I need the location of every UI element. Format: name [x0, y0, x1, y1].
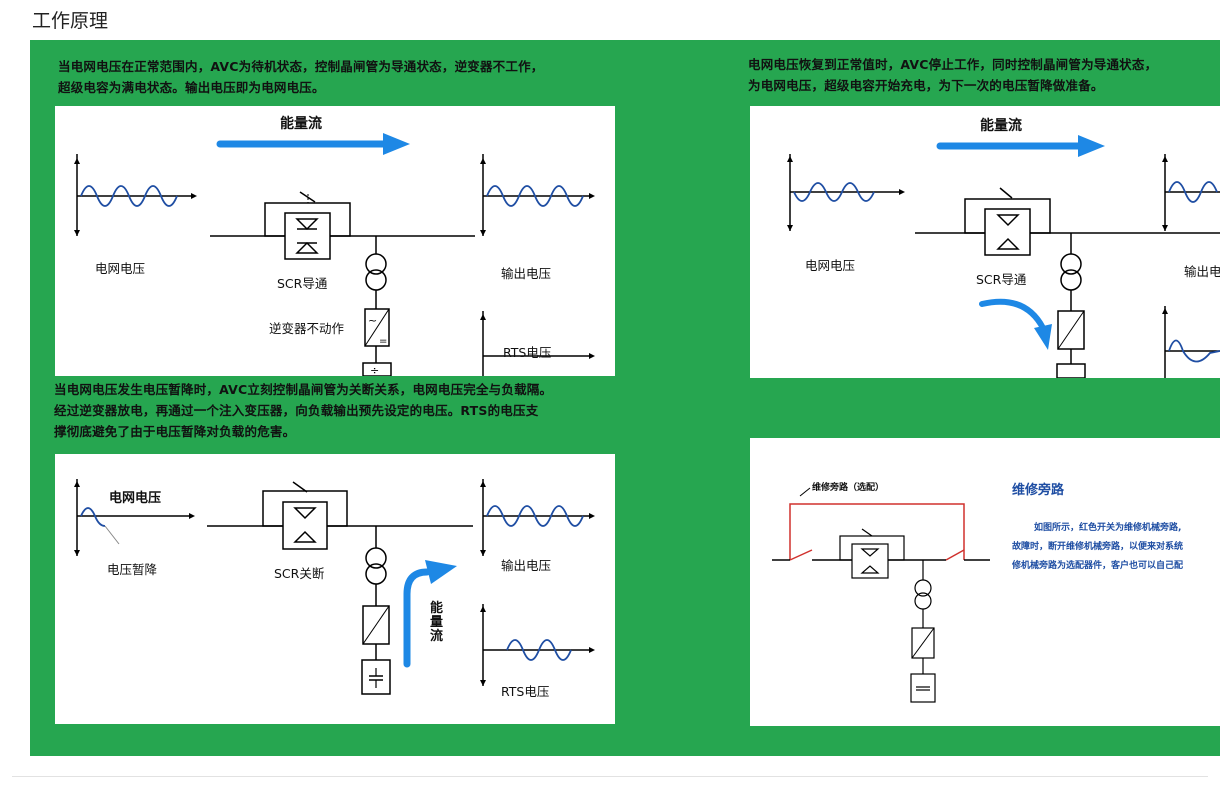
- scr-thyristor-icon: SCR导通: [264, 191, 351, 291]
- grid-sag-wave: [80, 507, 106, 527]
- inverter-icon: [362, 605, 390, 660]
- rts-voltage-graph: RTS电压: [480, 604, 595, 699]
- grid-voltage-label: 电网电压: [95, 261, 145, 276]
- bypass-desc-line-2: 故障时，断开维修机械旁路，以便来对系统: [1012, 540, 1183, 552]
- scr-thyristor-icon: SCR导通: [964, 187, 1051, 287]
- grid-voltage-graph: 电网电压: [787, 154, 905, 273]
- energy-flow-arrowhead: [383, 133, 410, 155]
- grid-sine-wave: [80, 185, 178, 207]
- footer-divider: [12, 776, 1208, 777]
- diagram-board: 当电网电压在正常范围内，AVC为待机状态，控制晶闸管为导通状态，逆变器不工作， …: [30, 40, 1220, 756]
- bypass-desc-line-1: 如图所示，红色开关为维修机械旁路,: [1034, 521, 1181, 533]
- bypass-heading: 维修旁路: [1012, 482, 1065, 498]
- output-voltage-graph: 输出电压: [480, 479, 595, 573]
- rts-damped-wave: [1168, 339, 1220, 363]
- normal-diagram: 能量流 电网电压 SCR导通: [74, 115, 595, 377]
- caption-sag-line-3: 撑彻底避免了由于电压暂降对负载的危害。: [54, 424, 296, 439]
- sag-diagram: 电网电压 电压暂降 SCR关断: [74, 479, 595, 699]
- page-title: 工作原理: [32, 10, 109, 32]
- output-voltage-label: 输出电压: [501, 266, 551, 281]
- output-voltage-graph: 输出电压: [480, 154, 595, 281]
- inverter-dc-symbol: =: [379, 336, 387, 347]
- rts-label-normal: RTS电压: [503, 345, 552, 360]
- supercapacitor-icon: [361, 659, 391, 695]
- sag-label: 电压暂降: [107, 562, 158, 577]
- rts-voltage-graph: [480, 311, 595, 376]
- energy-flow-label: 能量流: [280, 115, 322, 132]
- rts-voltage-label: RTS电压: [501, 684, 549, 699]
- recover-diagram: 能量流 电网电压 SCR导通: [787, 117, 1220, 379]
- bypass-diagram: 维修旁路（选配）: [772, 481, 1183, 703]
- inverter-icon: [911, 627, 935, 674]
- output-sine-wave: [486, 185, 584, 207]
- rts-voltage-graph: [1162, 306, 1220, 378]
- output-sine-wave: [486, 505, 584, 527]
- rts-sine-wave: [506, 639, 572, 661]
- transformer-icon: [365, 236, 387, 309]
- caption-sag-line-2: 经过逆变器放电，再通过一个注入变压器，向负载输出预先设定的电压。RTS的电压支: [54, 403, 539, 418]
- output-voltage-graph: 输出电: [1162, 154, 1220, 279]
- charge-flow-arrow: [979, 298, 1046, 331]
- supercapacitor-icon: [1056, 363, 1086, 379]
- caption-recover: 电网电压恢复到正常值时，AVC停止工作，同时控制晶闸管为导通状态， 为电网电压，…: [748, 54, 1157, 96]
- energy-flow-char-3: 流: [430, 628, 443, 644]
- inverter-label: 逆变器不动作: [269, 321, 345, 336]
- caption-normal-line-2: 超级电容为满电状态。输出电压即为电网电压。: [58, 80, 325, 95]
- caption-sag: 当电网电压发生电压暂降时，AVC立刻控制晶闸管为关断关系，电网电压完全与负载隔。…: [54, 379, 552, 442]
- capacitor-symbol: ÷: [370, 364, 379, 376]
- caption-normal-line-1: 当电网电压在正常范围内，AVC为待机状态，控制晶闸管为导通状态，逆变器不工作，: [58, 59, 544, 74]
- bypass-red-line: [789, 503, 965, 560]
- grid-voltage-label: 电网电压: [805, 258, 855, 273]
- charge-flow-arrowhead: [1034, 324, 1052, 350]
- energy-flow-char-2: 量: [430, 615, 443, 630]
- panel-recover: 能量流 电网电压 SCR导通: [750, 106, 1220, 379]
- bypass-switch-right: [945, 549, 965, 561]
- scr-thyristor-icon: [839, 528, 905, 579]
- scr-label: SCR导通: [976, 272, 1027, 287]
- scr-label: SCR导通: [277, 276, 328, 291]
- energy-flow-arrowhead: [425, 560, 457, 584]
- caption-recover-line-1: 电网电压恢复到正常值时，AVC停止工作，同时控制晶闸管为导通状态，: [748, 57, 1158, 72]
- bypass-switch-left: [789, 549, 813, 561]
- panel-bypass: 维修旁路（选配）: [750, 438, 1220, 726]
- energy-flow-arrow-up: [403, 568, 431, 668]
- transformer-icon: [365, 526, 387, 606]
- grid-sine-wave: [793, 182, 875, 202]
- scr-thyristor-icon: SCR关断: [262, 481, 348, 581]
- panel-sag: 电网电压 电压暂降 SCR关断: [55, 454, 615, 724]
- panel-normal: 能量流 电网电压 SCR导通: [55, 106, 615, 377]
- output-voltage-label: 输出电: [1184, 264, 1220, 279]
- bypass-desc-line-3: 修机械旁路为选配器件，客户也可以自己配: [1011, 559, 1183, 571]
- scr-label: SCR关断: [274, 566, 324, 581]
- transformer-icon: [1060, 233, 1082, 311]
- caption-sag-line-1: 当电网电压发生电压暂降时，AVC立刻控制晶闸管为关断关系，电网电压完全与负载隔。: [54, 382, 553, 397]
- caption-recover-line-2: 为电网电压，超级电容开始充电，为下一次的电压暂降做准备。: [748, 78, 1104, 93]
- inverter-ac-symbol: ~: [368, 314, 377, 327]
- bypass-label: 维修旁路（选配）: [812, 481, 884, 493]
- supercapacitor-icon: [910, 673, 936, 703]
- output-sine-wave: [1168, 181, 1218, 203]
- output-voltage-label: 输出电压: [501, 558, 551, 573]
- grid-voltage-graph: 电网电压 电压暂降: [74, 479, 195, 577]
- energy-flow-label: 能量流: [980, 117, 1022, 134]
- inverter-icon: ~ = 逆变器不动作: [269, 308, 390, 363]
- transformer-icon: [914, 560, 932, 628]
- energy-flow-arrowhead: [1078, 135, 1105, 157]
- energy-flow-char-1: 能: [430, 600, 443, 616]
- grid-voltage-graph: 电网电压: [74, 154, 197, 276]
- caption-normal: 当电网电压在正常范围内，AVC为待机状态，控制晶闸管为导通状态，逆变器不工作， …: [58, 56, 543, 98]
- inverter-icon: [1057, 310, 1085, 364]
- grid-voltage-label: 电网电压: [109, 490, 161, 506]
